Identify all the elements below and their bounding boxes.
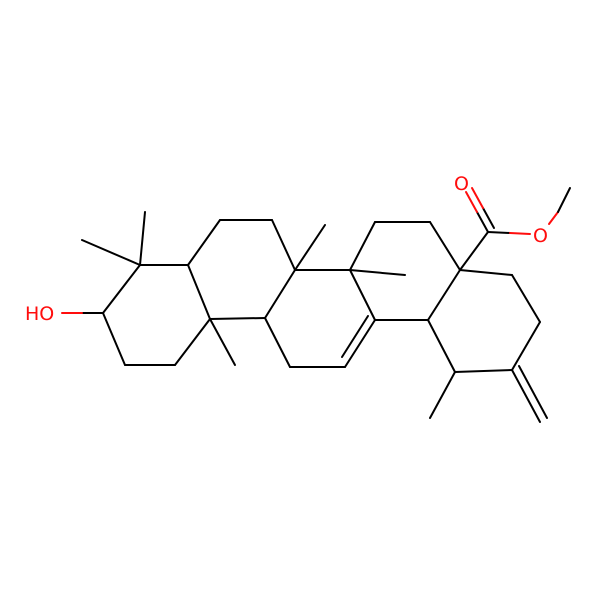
bond (174, 318, 211, 366)
bond (187, 219, 221, 266)
bond (518, 365, 548, 419)
bond (81, 239, 141, 266)
bond (557, 187, 571, 213)
bond (349, 269, 406, 276)
bond (271, 219, 296, 271)
bond (429, 221, 461, 271)
bond (264, 269, 296, 319)
carbonyl-oxygen-label: O (454, 173, 469, 195)
bond (349, 269, 376, 321)
bond (482, 207, 495, 229)
bond (509, 232, 531, 235)
bond (294, 224, 326, 271)
bond (427, 269, 461, 321)
bond (264, 317, 291, 368)
bond (209, 318, 236, 366)
bond (102, 264, 141, 314)
bond (511, 321, 541, 371)
bond (487, 231, 511, 234)
bond (548, 211, 559, 225)
bond (187, 264, 211, 320)
bond (471, 187, 484, 209)
bond (476, 211, 489, 233)
bond (459, 269, 513, 276)
bond (349, 221, 376, 271)
bond (102, 312, 126, 366)
bond (429, 371, 456, 419)
bond (427, 319, 456, 373)
heteroatom-bonds (61, 187, 571, 314)
atom-labels: HO O O (25, 173, 548, 325)
bond (209, 317, 266, 320)
bond (454, 369, 513, 373)
bond (459, 231, 489, 271)
carbon-skeleton (81, 211, 548, 423)
hydroxyl-label: HO (25, 303, 54, 325)
ester-oxygen-label: O (533, 225, 548, 247)
bond (511, 274, 541, 323)
bond (139, 211, 146, 266)
bond (341, 315, 369, 358)
bond (344, 319, 376, 368)
bond (465, 191, 478, 213)
bond (511, 369, 541, 423)
